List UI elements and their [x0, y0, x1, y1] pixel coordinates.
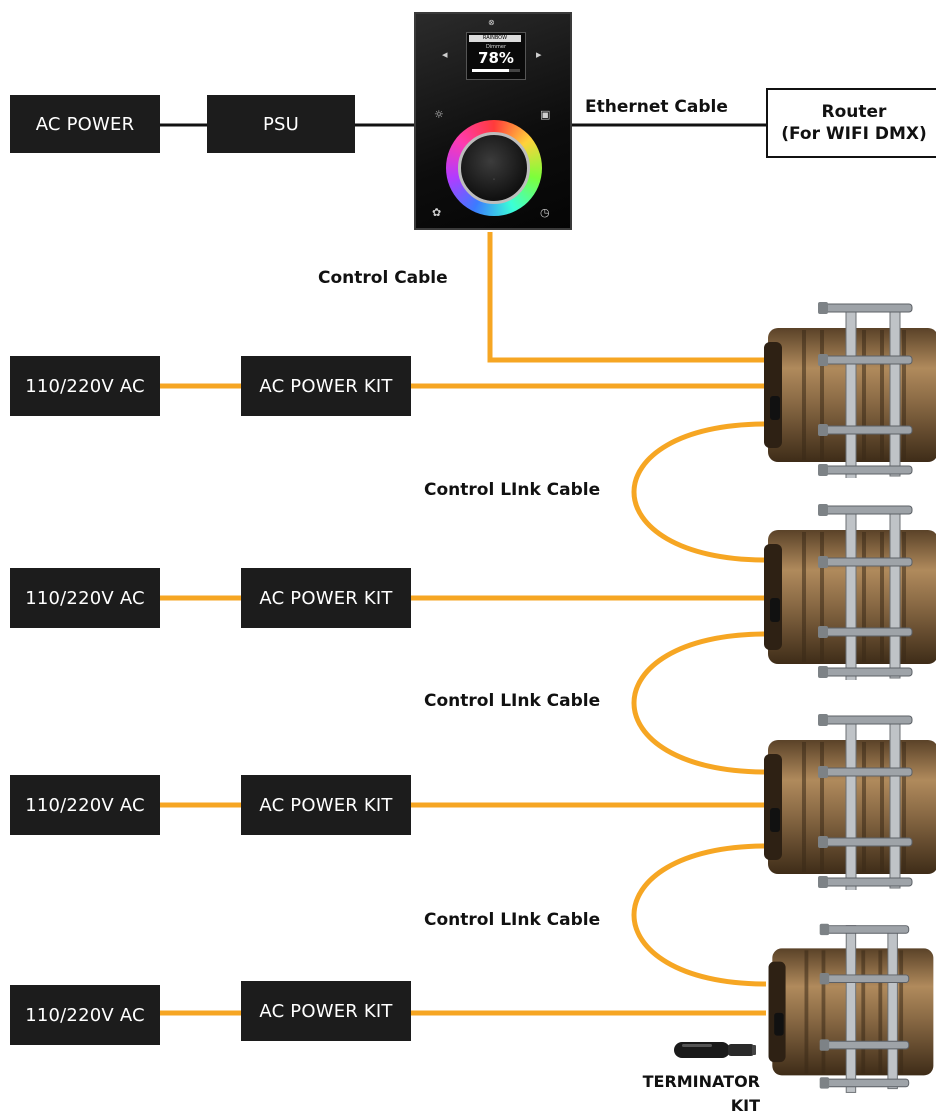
ac-source-box-1: 110/220V AC: [10, 356, 160, 416]
ac-source-label-3: 110/220V AC: [25, 794, 145, 816]
terminator-line-2: KIT: [730, 1096, 760, 1115]
control-cable-label: Control Cable: [318, 268, 448, 288]
ac-source-label-2: 110/220V AC: [25, 587, 145, 609]
terminator-kit-label: TERMINATOR KIT: [600, 1070, 760, 1118]
screen-sub: Dimmer: [485, 44, 507, 50]
color-icon: ✿: [432, 206, 442, 219]
ac-power-kit-box-1: AC POWER KIT: [241, 356, 411, 416]
ac-source-box-2: 110/220V AC: [10, 568, 160, 628]
router-box: Router (For WIFI DMX): [766, 88, 936, 158]
color-wheel: ◦: [446, 120, 542, 216]
control-link-loop-3: [631, 843, 767, 987]
dimmer-value: 78%: [478, 49, 514, 67]
psu-label: PSU: [262, 113, 300, 135]
scene-icon: ▣: [540, 108, 551, 121]
ac-power-kit-label-2: AC POWER KIT: [259, 587, 393, 609]
power-icon: ⊗: [488, 18, 495, 27]
dimmer-bar: [472, 69, 520, 72]
brand-mark: ◦: [492, 177, 496, 183]
control-cable: [487, 232, 766, 363]
color-wheel-center: ◦: [458, 132, 530, 204]
control-link-label-3: Control LInk Cable: [424, 910, 601, 930]
dmx-controller-panel: ⊗ ◂ ▸ RAINBOW Dimmer 78% ☼ ▣ ◦ ✿ ◷: [414, 12, 572, 230]
ac-power-kit-label-1: AC POWER KIT: [259, 375, 393, 397]
underwater-light-fixture-4: [768, 923, 934, 1093]
ac-power-kit-label-3: AC POWER KIT: [259, 794, 393, 816]
terminator-line-1: TERMINATOR: [642, 1072, 760, 1091]
router-label: Router: [821, 102, 887, 122]
ac-power-kit-box-4: AC POWER KIT: [241, 981, 411, 1041]
control-link-loop-1: [631, 421, 767, 563]
control-link-loop-2: [631, 631, 767, 775]
brightness-icon: ☼: [434, 108, 444, 121]
timer-icon: ◷: [540, 206, 550, 219]
ac-source-box-4: 110/220V AC: [10, 985, 160, 1045]
arrow-right-icon: ▸: [536, 48, 542, 61]
underwater-light-fixture-3: [764, 714, 936, 890]
control-link-label-2: Control LInk Cable: [424, 691, 601, 711]
control-link-label-1: Control LInk Cable: [424, 480, 601, 500]
ac-source-label-4: 110/220V AC: [25, 1004, 145, 1026]
ac-source-box-3: 110/220V AC: [10, 775, 160, 835]
dimmer-bar-fill: [472, 69, 510, 72]
underwater-light-fixture-2: [764, 504, 936, 680]
router-wifi-label: (For WIFI DMX): [781, 124, 927, 144]
ac-power-box: AC POWER: [10, 95, 160, 153]
underwater-light-fixture-1: [764, 302, 936, 478]
controller-screen: RAINBOW Dimmer 78%: [466, 32, 526, 80]
ac-power-label: AC POWER: [35, 113, 135, 135]
ac-power-kit-label-4: AC POWER KIT: [259, 1000, 393, 1022]
arrow-left-icon: ◂: [442, 48, 448, 61]
psu-box: PSU: [207, 95, 355, 153]
ac-power-kit-box-3: AC POWER KIT: [241, 775, 411, 835]
screen-mode: RAINBOW: [469, 35, 521, 42]
terminator-kit-plug: [674, 1042, 756, 1058]
ac-source-label-1: 110/220V AC: [25, 375, 145, 397]
ac-power-kit-box-2: AC POWER KIT: [241, 568, 411, 628]
ethernet-cable-label: Ethernet Cable: [585, 97, 728, 117]
